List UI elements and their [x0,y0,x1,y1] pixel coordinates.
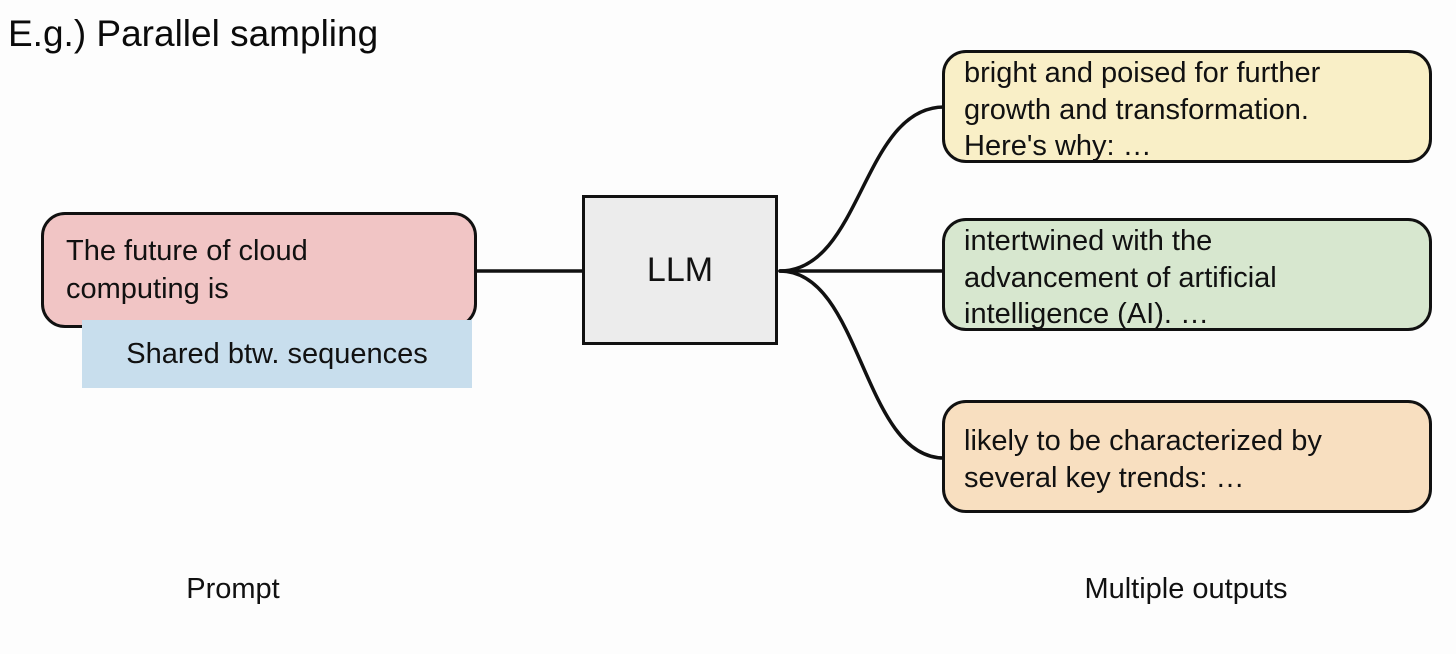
shared-note: Shared btw. sequences [82,320,472,388]
output-box-2: intertwined with the advancement of arti… [942,218,1432,331]
llm-box: LLM [582,195,778,345]
prompt-box: The future of cloud computing is [41,212,477,328]
output-box-1: bright and poised for further growth and… [942,50,1432,163]
llm-to-output-bottom-curve [778,269,946,460]
page-title: E.g.) Parallel sampling [8,13,379,54]
caption-multiple-outputs: Multiple outputs [1084,573,1288,605]
output-box-3: likely to be characterized by several ke… [942,400,1432,513]
caption-prompt: Prompt [186,573,280,605]
llm-to-output-top-curve [778,105,946,273]
